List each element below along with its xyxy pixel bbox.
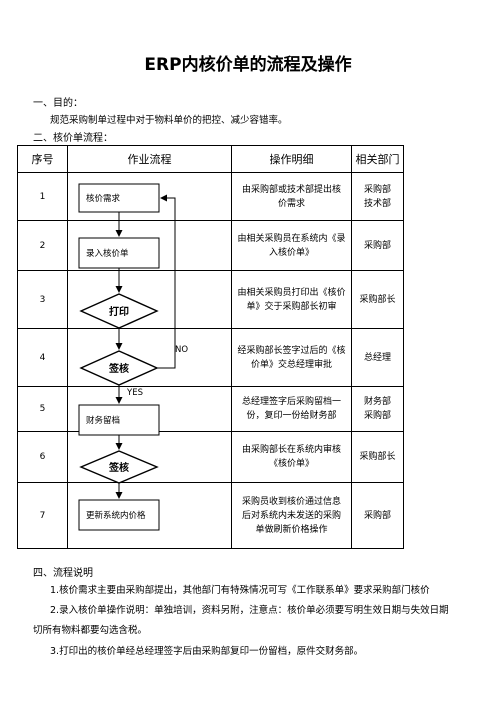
row-num: 1 <box>17 172 68 221</box>
row-detail: 经采购部长签字过后的《核价单》交总经理审批 <box>231 328 352 387</box>
step-box-demand <box>78 183 160 213</box>
header-seq: 序号 <box>17 145 68 173</box>
section2-heading: 二、核价单流程： <box>33 133 113 144</box>
row-num: 5 <box>17 386 68 432</box>
flow-cell <box>67 270 232 329</box>
yes-label: YES <box>126 388 143 398</box>
row-num: 2 <box>17 220 68 271</box>
note-item-3: 3.打印出的核价单经总经理签字后由采购部复印一份留档，原件交财务部。 <box>50 646 364 657</box>
note-item-2-cont: 切所有物料都要勾选含税。 <box>33 625 148 636</box>
document-title: ERP内核价单的流程及操作 <box>144 55 352 75</box>
note-item-2: 2.录入核价单操作说明：单独培训，资料另附，注意点：核价单必须要写明生效日期与失… <box>50 605 449 616</box>
row-dept: 采购部长 <box>351 270 404 329</box>
flow-cell <box>67 328 232 387</box>
step-box-archive <box>78 404 160 436</box>
flow-cell <box>67 431 232 483</box>
row-detail: 由采购部长在系统内审核《核价单》 <box>231 431 352 483</box>
step-label: 签核 <box>108 461 129 474</box>
row-detail: 由相关采购员打印出《核价单》交于采购部长初审 <box>231 270 352 329</box>
row-detail: 由相关采购员在系统内《录入核价单》 <box>231 220 352 271</box>
step-label: 更新系统内价格 <box>86 510 146 521</box>
step-box-entry <box>78 237 160 269</box>
step-label: 录入核价单 <box>86 248 129 259</box>
row-detail: 采购员收到核价通过信息后对系统内未发送的采购单做刷新价格操作 <box>231 482 352 549</box>
row-dept: 采购部长 <box>351 431 404 483</box>
row-dept: 采购部技术部 <box>351 172 404 221</box>
note-item-1: 1.核价需求主要由采购部提出，其他部门有特殊情况可写《工作联系单》要求采购部门核… <box>50 585 430 596</box>
section4-heading: 四、流程说明 <box>33 568 93 579</box>
row-detail: 总经理签字后采购留档一份，复印一份给财务部 <box>231 386 352 432</box>
row-dept: 财务部采购部 <box>351 386 404 432</box>
step-label: 财务留档 <box>86 415 120 426</box>
arrow-no-loop <box>157 194 176 369</box>
no-label: NO <box>175 345 188 355</box>
step-label: 签核 <box>108 362 129 375</box>
section1-text: 规范采购制单过程中对于物料单价的把控、减少容错率。 <box>50 115 288 126</box>
row-num: 7 <box>17 482 68 549</box>
step-label: 核价需求 <box>86 193 121 204</box>
step-label: 打印 <box>109 305 129 318</box>
step-box-update <box>78 499 160 531</box>
header-flow: 作业流程 <box>67 145 232 173</box>
row-dept: 采购部 <box>351 482 404 549</box>
section1-heading: 一、目的： <box>33 98 83 109</box>
row-detail: 由采购部或技术部提出核价需求 <box>231 172 352 221</box>
header-detail: 操作明细 <box>231 145 352 173</box>
process-table: 序号 作业流程 操作明细 相关部门 1 由采购部或技术部提出核价需求 采购部技术… <box>17 145 404 549</box>
